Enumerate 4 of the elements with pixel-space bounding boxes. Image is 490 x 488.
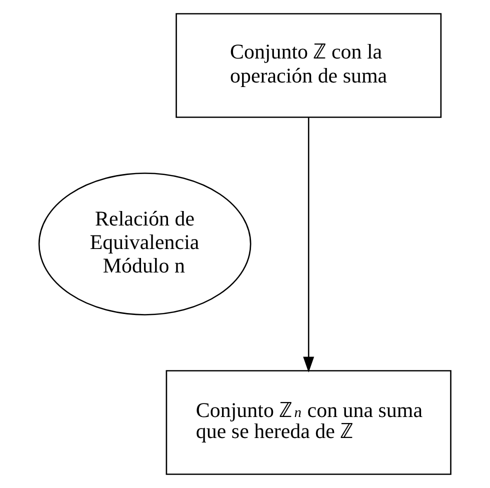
node-box: Conjunto ℤ con la operación de suma	[176, 13, 442, 118]
arrow	[303, 118, 314, 372]
node-box: Conjunto ℤn con una suma que se hereda de ℤ	[166, 370, 452, 475]
node-ellipse: Relación de Equivalencia Módulo n	[38, 172, 252, 316]
